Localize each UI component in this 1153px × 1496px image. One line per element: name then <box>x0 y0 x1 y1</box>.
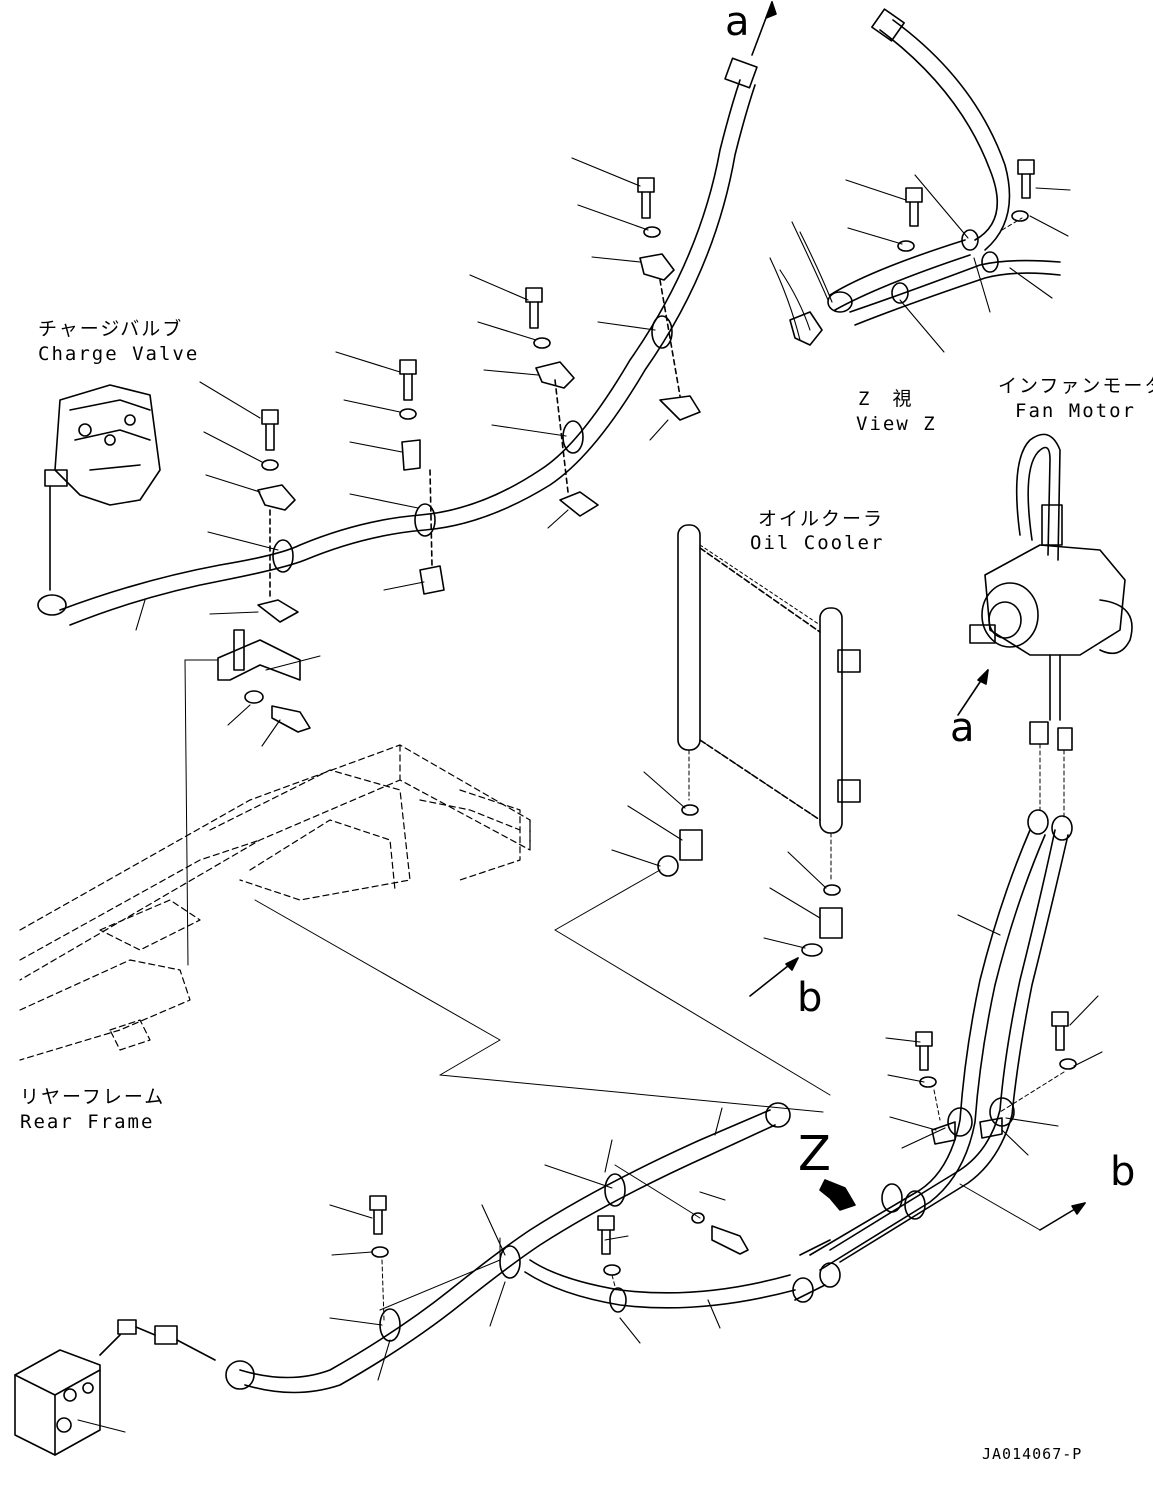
view-z-detail <box>770 9 1070 352</box>
bracket-stay <box>185 630 310 965</box>
fan-motor <box>958 434 1132 818</box>
ref-b-oil-cooler: b <box>797 975 823 1021</box>
charge-valve-label-jp: チャージバルブ <box>38 318 184 340</box>
oil-cooler-label-jp: オイルクーラ <box>758 508 885 530</box>
drawing-code: JA014067-P <box>982 1445 1083 1463</box>
hose-clamps-upper <box>273 316 672 572</box>
rear-frame-label-en: Rear Frame <box>20 1111 155 1133</box>
hose-fan-motor-lines <box>793 810 1072 1302</box>
rear-block <box>15 1320 215 1455</box>
ref-a-fan-motor: a <box>950 705 975 751</box>
view-z-label-en: View Z <box>856 413 937 435</box>
charge-valve-label-en: Charge Valve <box>38 343 200 365</box>
oil-cooler-label-en: Oil Cooler <box>750 532 885 554</box>
leader-lines-lower <box>255 870 1102 1380</box>
view-z-marker: Z <box>798 1126 831 1182</box>
hose-charge-to-a <box>60 2 776 625</box>
rear-frame-label-jp: リヤーフレーム <box>20 1086 166 1108</box>
view-z-arrow <box>820 1180 855 1210</box>
view-z-label-jp: Z 視 <box>858 388 914 410</box>
leader-lines-upper <box>136 158 668 746</box>
fan-motor-label-en: Fan Motor <box>1015 400 1136 422</box>
fan-motor-label-jp: インファンモータ <box>998 375 1153 397</box>
ref-arrow-b-right <box>1040 1203 1085 1230</box>
hose-rear-lines <box>226 1012 1076 1393</box>
ref-b-right: b <box>1110 1149 1136 1195</box>
ref-a-top: a <box>725 0 750 45</box>
oil-cooler <box>612 525 860 996</box>
charge-valve <box>38 385 160 615</box>
rear-frame <box>20 745 530 1060</box>
fasteners-upper <box>258 178 700 622</box>
